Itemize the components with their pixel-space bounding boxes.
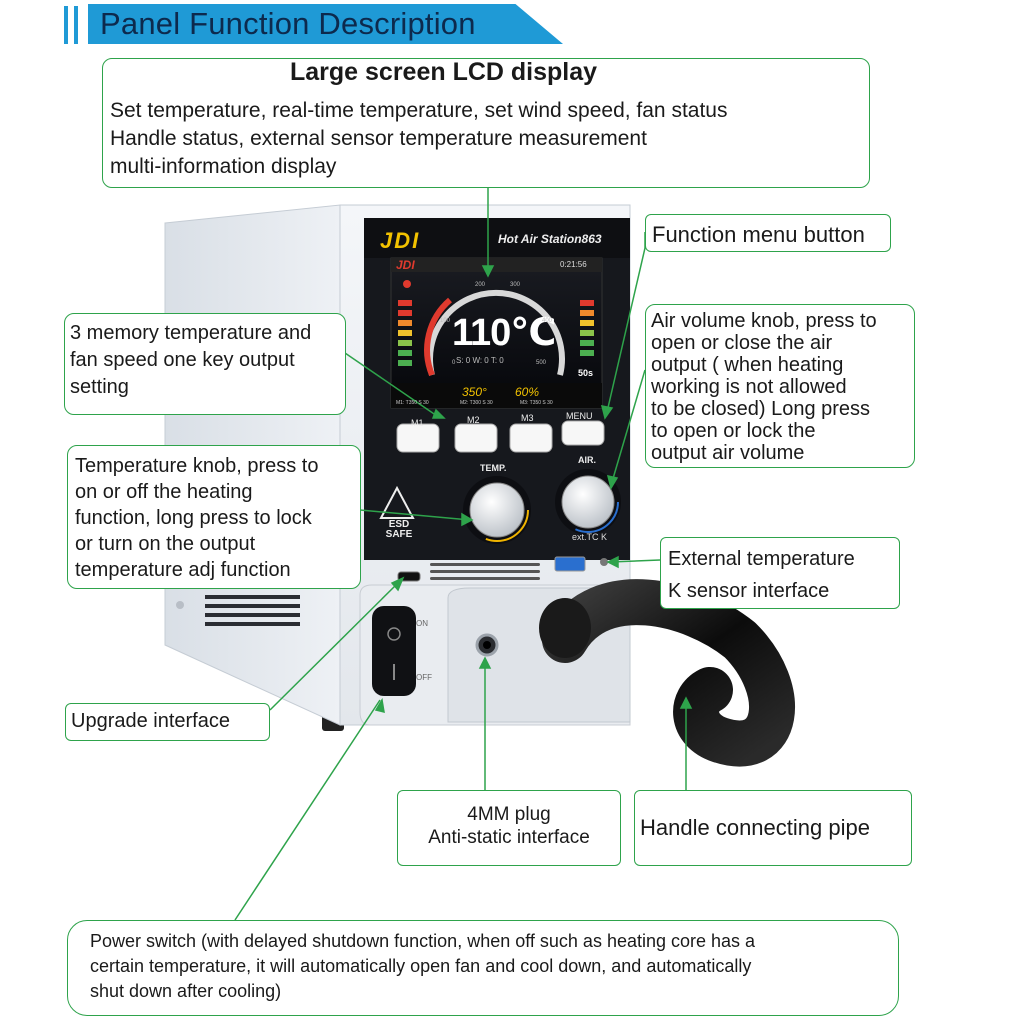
callout-connectors bbox=[234, 187, 693, 921]
m1-button-shape bbox=[396, 423, 440, 453]
lcd-callout-line-1: Set temperature, real-time temperature, … bbox=[110, 99, 728, 122]
plug-callout bbox=[397, 790, 621, 866]
ext-label: ext.TC K bbox=[572, 532, 608, 542]
screen-temperature: 110℃ bbox=[452, 312, 556, 354]
ext-callout-line-2: K sensor interface bbox=[668, 580, 830, 602]
screen-clock: 0:21:56 bbox=[560, 260, 587, 269]
screen-set-temp: 350° bbox=[462, 385, 487, 399]
air-callout-line-2: open or close the air bbox=[651, 332, 833, 354]
handle-pipe bbox=[542, 579, 795, 767]
air-callout-line-3: output ( when heating bbox=[651, 354, 844, 376]
side-vents bbox=[205, 595, 300, 626]
lcd-left-bars bbox=[398, 300, 412, 366]
air-callout-line-6: to open or lock the bbox=[651, 420, 816, 442]
m1-button[interactable]: M1 bbox=[411, 418, 424, 428]
lcd-right-bars bbox=[580, 300, 594, 356]
ext-callout bbox=[660, 537, 900, 609]
screen-m1-info: M1: T350 S 30 bbox=[396, 400, 429, 406]
usb-a-port bbox=[554, 556, 586, 572]
ext-callout-line-1: External temperature bbox=[668, 548, 855, 570]
m2-button[interactable]: M2 bbox=[467, 415, 480, 425]
lcd-gauge-arc bbox=[427, 289, 565, 376]
screen-brand: JDI bbox=[396, 258, 415, 272]
pipe-callout-text: Handle connecting pipe bbox=[640, 815, 870, 840]
plug-callout-line-2: Anti-static interface bbox=[428, 827, 590, 848]
air-callout-line-1: Air volume knob, press to bbox=[651, 310, 877, 332]
screen-status-row: S: 0 W: 0 T: 0 bbox=[456, 356, 504, 365]
screen-time: 50s bbox=[578, 368, 594, 378]
device-model: Hot Air Station863 bbox=[498, 232, 602, 246]
screen-air: 60% bbox=[515, 385, 540, 399]
screen-tick-100: 100 bbox=[440, 318, 451, 324]
temp-callout-line-5: temperature adj function bbox=[75, 559, 291, 581]
air-callout-line-4: working is not allowed bbox=[651, 376, 847, 398]
menu-button[interactable]: MENU bbox=[566, 411, 593, 421]
header-bars bbox=[64, 6, 84, 44]
air-callout-line-5: to be closed) Long press bbox=[651, 398, 871, 420]
screen-m2-info: M2: T300 S 30 bbox=[460, 400, 493, 406]
screen-tick-300: 300 bbox=[510, 282, 521, 288]
lcd-callout-title: Large screen LCD display bbox=[290, 58, 598, 86]
memory-callout-line-1: 3 memory temperature and bbox=[70, 322, 312, 344]
ext-sensor-port bbox=[600, 558, 608, 566]
memory-callout-line-2: fan speed one key output bbox=[70, 349, 295, 371]
temp-callout-line-4: or turn on the output bbox=[75, 533, 256, 555]
screen-tick-200: 200 bbox=[475, 282, 486, 288]
air-callout-line-7: output air volume bbox=[651, 442, 805, 464]
plug-callout-line-1: 4MM plug bbox=[467, 804, 551, 825]
page-title: Panel Function Description bbox=[100, 6, 476, 41]
power-switch[interactable] bbox=[372, 606, 416, 696]
temp-callout-line-1: Temperature knob, press to bbox=[75, 455, 319, 477]
pipe-callout bbox=[634, 790, 912, 866]
header-banner bbox=[88, 4, 563, 44]
upgrade-callout bbox=[65, 703, 270, 741]
temp-callout bbox=[67, 445, 361, 589]
switch-on-label: ON bbox=[416, 619, 428, 628]
m3-button[interactable]: M3 bbox=[521, 413, 534, 423]
air-knob-label: AIR. bbox=[578, 455, 596, 465]
power-callout-line-3: shut down after cooling) bbox=[90, 981, 282, 1001]
esd-label: ESD SAFE bbox=[385, 519, 413, 540]
switch-off-label: OFF bbox=[416, 673, 432, 682]
air-callout bbox=[645, 304, 915, 468]
power-callout bbox=[67, 920, 899, 1016]
device-brand: JDI bbox=[380, 228, 421, 253]
upgrade-callout-text: Upgrade interface bbox=[71, 710, 230, 732]
power-callout-line-2: certain temperature, it will automatical… bbox=[90, 956, 752, 976]
menu-callout-text: Function menu button bbox=[652, 222, 865, 247]
memory-callout bbox=[64, 313, 346, 415]
temp-knob[interactable] bbox=[469, 482, 525, 538]
memory-callout-line-3: setting bbox=[70, 376, 129, 398]
screen-tick-400: 400 bbox=[542, 318, 553, 324]
screen-tick-0: 0 bbox=[452, 360, 456, 366]
lcd-callout-line-3: multi-information display bbox=[110, 155, 337, 178]
front-vent bbox=[430, 563, 540, 580]
temp-callout-line-3: function, long press to lock bbox=[75, 507, 312, 529]
air-knob[interactable] bbox=[561, 475, 615, 529]
lcd-callout-line-2: Handle status, external sensor temperatu… bbox=[110, 127, 647, 150]
power-callout-line-1: Power switch (with delayed shutdown func… bbox=[90, 931, 756, 951]
screen-m3-info: M3: T350 S 30 bbox=[520, 400, 553, 406]
menu-callout bbox=[645, 214, 891, 252]
temp-callout-line-2: on or off the heating bbox=[75, 481, 253, 503]
lcd-callout bbox=[102, 58, 870, 188]
esd-icon bbox=[379, 485, 415, 519]
screen-tick-500: 500 bbox=[536, 360, 547, 366]
temp-knob-label: TEMP. bbox=[480, 463, 507, 473]
